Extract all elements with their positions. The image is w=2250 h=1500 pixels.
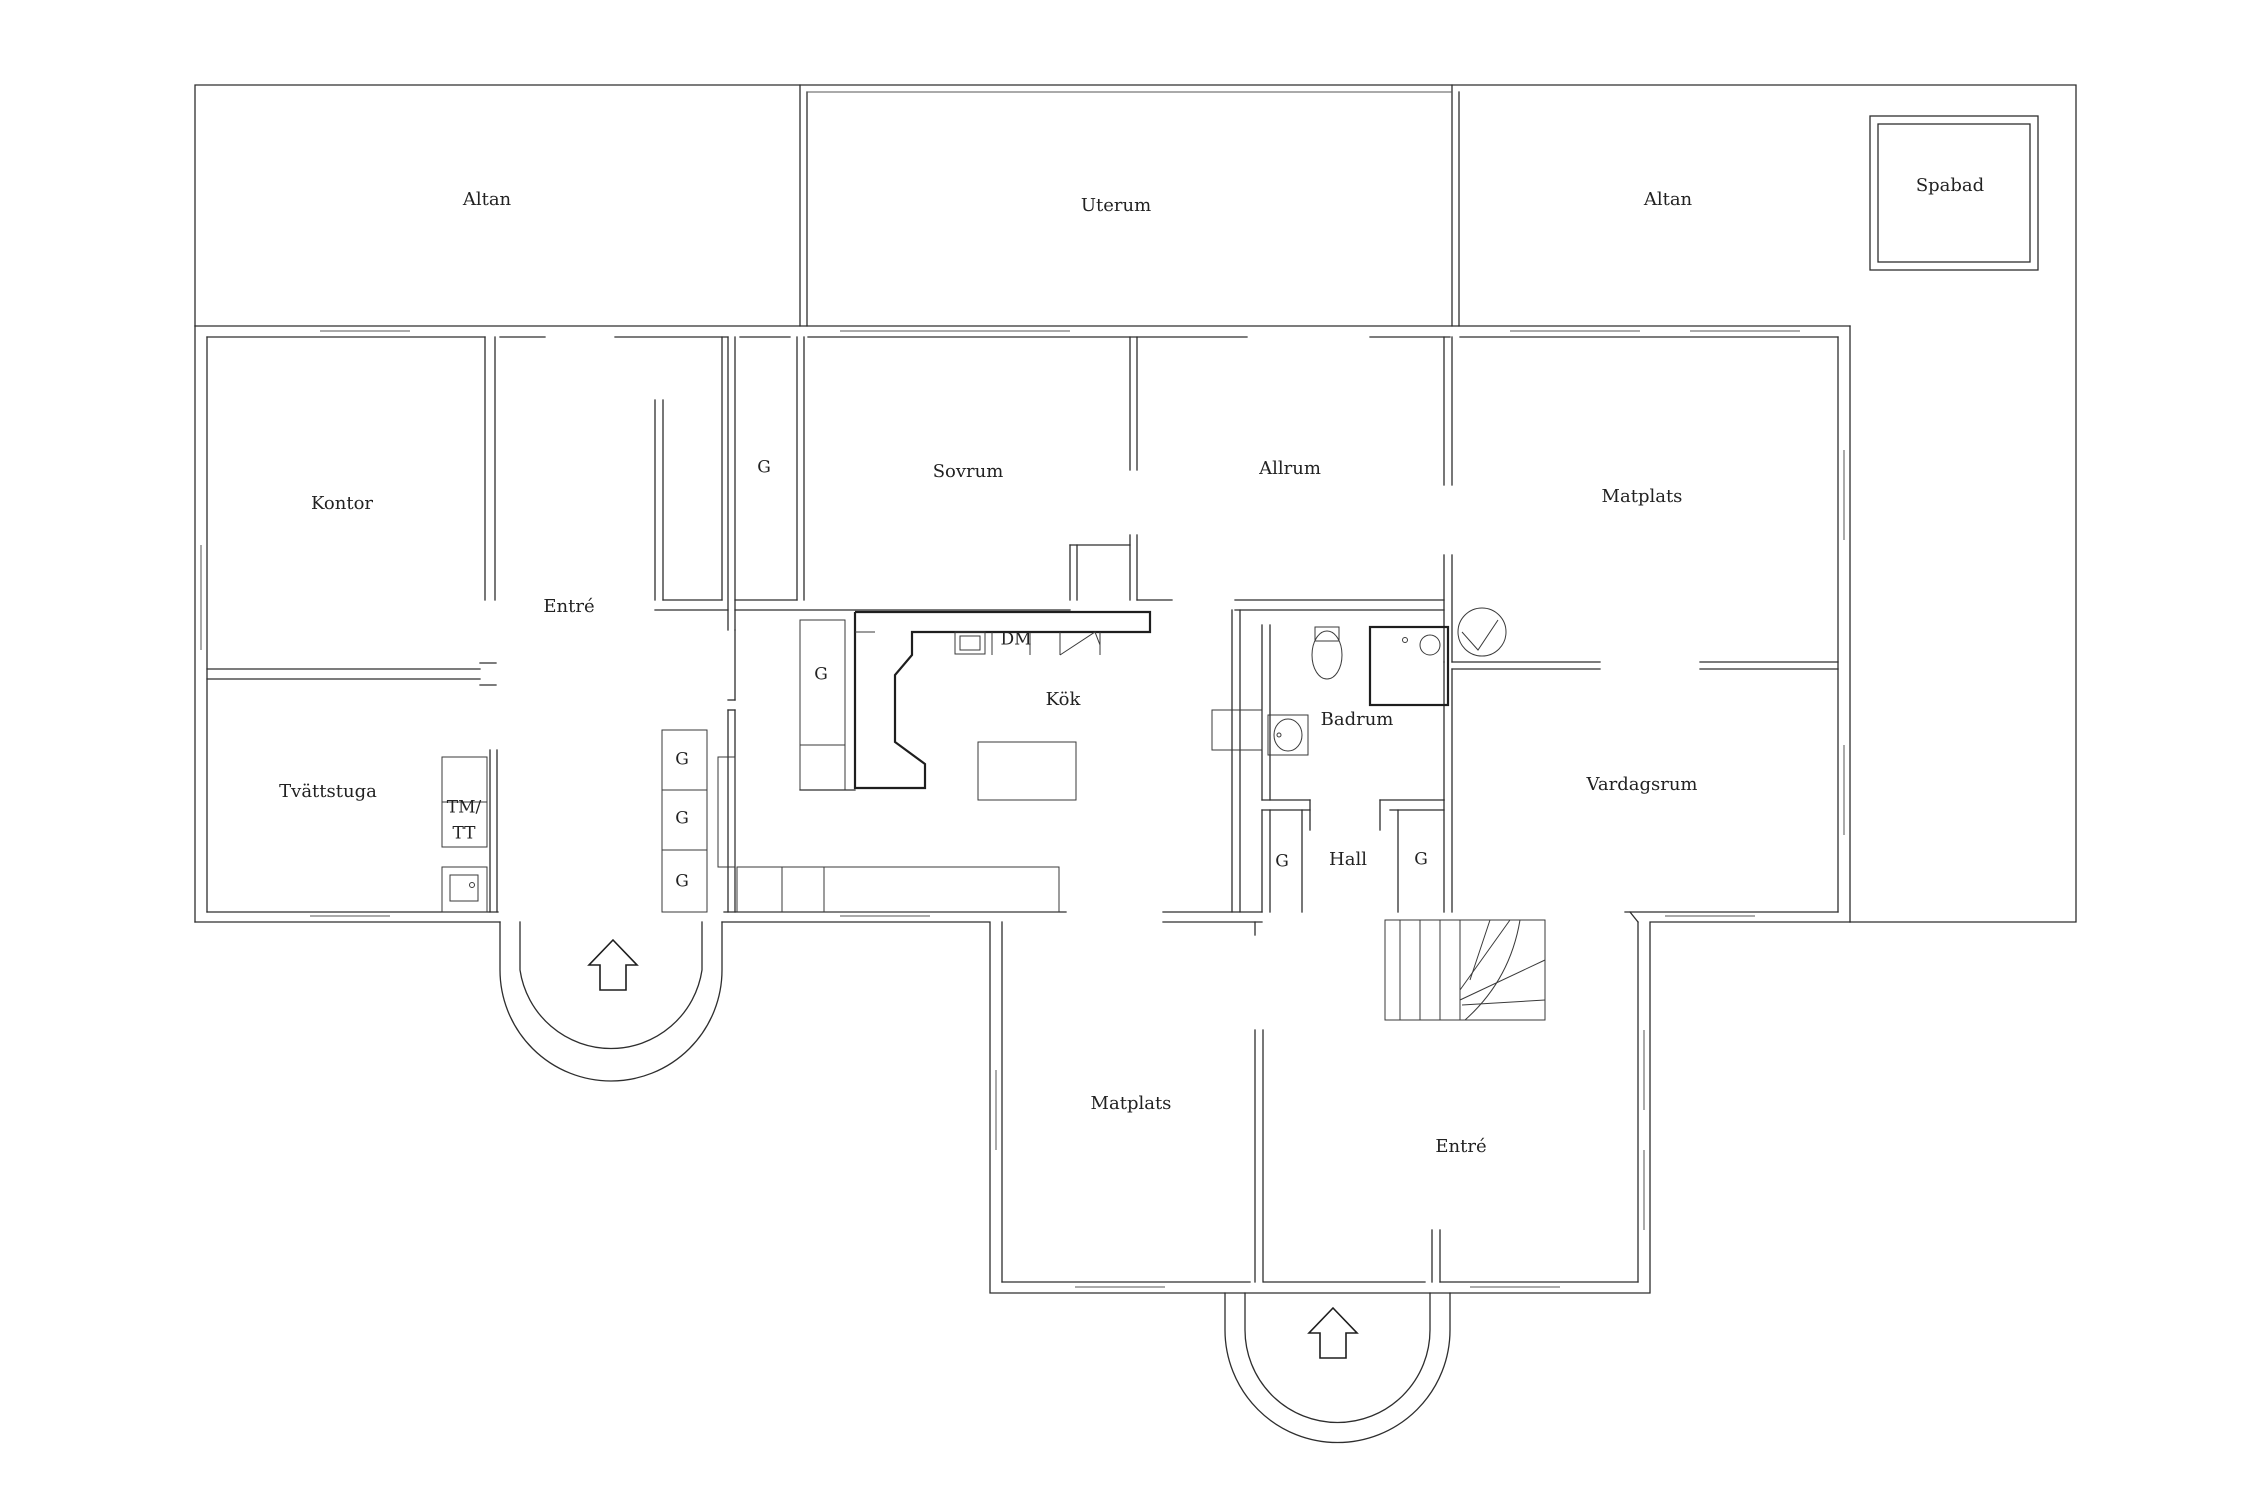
room-labels: Altan Uterum Altan Spabad Kontor Entré S… — [279, 175, 1984, 1157]
kitchen-fixtures — [717, 610, 1152, 913]
dishwasher-label: DM — [1000, 630, 1031, 650]
closet-label: G — [814, 665, 828, 685]
sink-icon — [1267, 714, 1309, 756]
closet-label: G — [757, 458, 771, 478]
laundry-label-line1: TM/ — [447, 798, 482, 818]
room-entre-south: Entré — [1435, 1136, 1486, 1157]
room-tvattstuga: Tvättstuga — [279, 781, 377, 802]
room-sovrum: Sovrum — [933, 461, 1004, 482]
spabad-inner — [1877, 123, 2031, 263]
entrance-bay-west — [499, 921, 723, 1082]
kitchen-island — [977, 741, 1077, 801]
room-hall: Hall — [1329, 849, 1367, 870]
shower-icon — [1368, 625, 1450, 707]
room-matplats-north: Matplats — [1602, 486, 1683, 507]
room-vardagsrum: Vardagsrum — [1586, 774, 1698, 795]
laundry-label-line2: TT — [453, 824, 477, 844]
room-kok: Kök — [1046, 689, 1082, 710]
up-arrow-icon — [587, 938, 639, 991]
room-kontor: Kontor — [311, 493, 373, 514]
stove-icon — [1059, 631, 1101, 656]
spabad-outer — [1869, 115, 2039, 271]
room-allrum: Allrum — [1258, 458, 1321, 479]
room-matplats-south: Matplats — [1091, 1093, 1172, 1114]
fixture-labels: G G G G G G G DM TM/ TT — [447, 458, 1428, 892]
house-walls — [194, 325, 1851, 1294]
room-spabad: Spabad — [1916, 175, 1984, 196]
sink-icon — [954, 631, 986, 655]
room-entre-west: Entré — [543, 596, 594, 617]
room-badrum: Badrum — [1321, 709, 1394, 730]
bottom-counter — [736, 866, 1060, 913]
up-arrow-icon — [1307, 1306, 1359, 1359]
room-altan-east: Altan — [1643, 189, 1693, 210]
fireplace-icon — [1457, 607, 1507, 657]
interior-walls — [206, 336, 1839, 1283]
closet-label: G — [1275, 852, 1289, 872]
closet-label: G — [675, 809, 689, 829]
room-altan-west: Altan — [462, 189, 512, 210]
bathroom-fixtures — [1211, 607, 1507, 756]
exterior-outline — [194, 84, 2077, 923]
closet-label: G — [675, 750, 689, 770]
closet-label: G — [675, 872, 689, 892]
kitchen-counter — [853, 610, 1152, 790]
toilet-icon — [1311, 630, 1343, 680]
entrance-bay-south — [1224, 1292, 1451, 1444]
laundry-cabinet — [441, 756, 488, 803]
staircase-icon — [1384, 919, 1546, 1021]
entrance-closets — [441, 729, 708, 913]
laundry-sink-icon — [441, 866, 488, 913]
closet-label: G — [1414, 850, 1428, 870]
room-uterum: Uterum — [1081, 195, 1151, 216]
